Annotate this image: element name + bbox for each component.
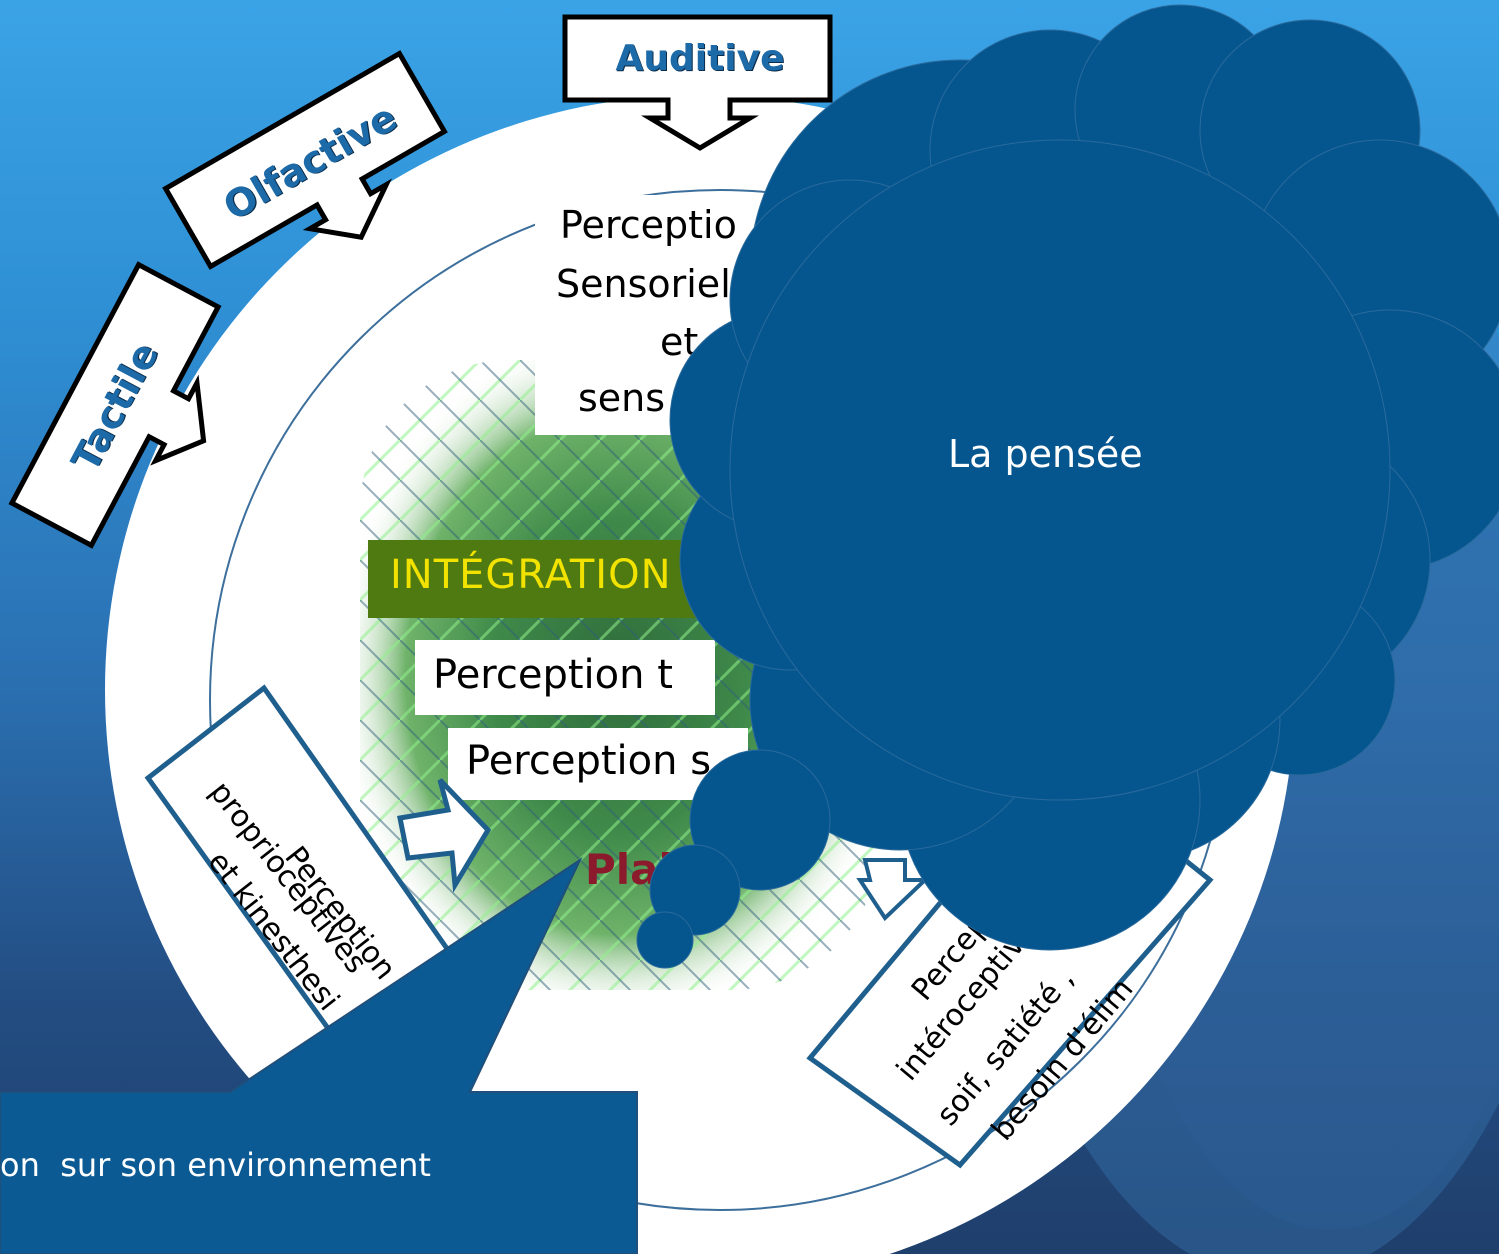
top-line-1: Perceptio — [560, 203, 737, 247]
integration-label: INTÉGRATION — [390, 552, 672, 598]
perception-t-label: Perception t — [433, 652, 673, 698]
perception-s-label: Perception s — [466, 738, 712, 784]
top-line-4: sens — [578, 376, 666, 420]
cloud-text: La pensée — [948, 432, 1143, 476]
callout-text: on sur son environnement — [0, 1146, 431, 1184]
perception-t-box — [415, 640, 715, 715]
integration-bar — [368, 540, 698, 618]
auditive-label: Auditive — [615, 38, 785, 79]
top-line-2: Sensoriel — [556, 262, 731, 306]
